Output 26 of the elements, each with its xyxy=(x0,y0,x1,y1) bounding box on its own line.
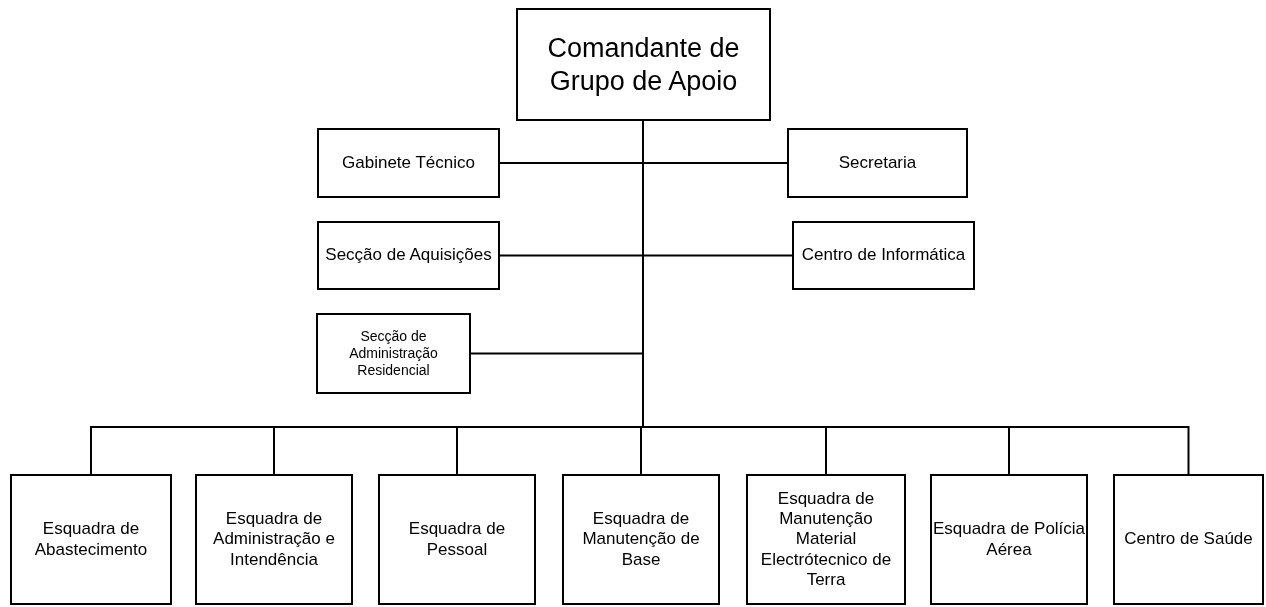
unit-name: Esquadra de Abastecimento xyxy=(33,519,149,560)
unit-name: Esquadra de Polícia Aérea xyxy=(932,519,1086,560)
unit-name: Secção de Administração Residencial xyxy=(348,328,439,379)
org-box xyxy=(792,221,975,290)
org-box xyxy=(562,474,720,605)
org-box xyxy=(317,221,500,290)
unit-name: Secretaria xyxy=(838,152,917,174)
unit-name: Centro de Saúde xyxy=(1124,529,1253,550)
unit-name: Centro de Informática xyxy=(801,245,966,266)
org-box xyxy=(516,8,771,121)
unit-name: Comandante de Grupo de Apoio xyxy=(546,32,741,97)
org-box xyxy=(378,474,536,605)
org-box xyxy=(317,128,500,198)
unit-name: Secção de Aquisições xyxy=(325,245,492,266)
unit-name: Esquadra de Pessoal xyxy=(407,519,507,560)
org-box xyxy=(930,474,1088,605)
unit-name: Esquadra de Manutenção de Base xyxy=(581,508,701,571)
org-box xyxy=(195,474,353,605)
org-box xyxy=(316,313,471,394)
org-box xyxy=(10,474,172,605)
unit-name: Esquadra de Manutenção Material Electrótecnico de Terra xyxy=(759,488,893,591)
org-box xyxy=(787,128,968,198)
unit-name: Esquadra de Administração e Intendência xyxy=(212,508,336,571)
org-box xyxy=(1113,474,1264,605)
org-box xyxy=(746,474,906,605)
unit-name: Gabinete Técnico xyxy=(342,152,475,174)
